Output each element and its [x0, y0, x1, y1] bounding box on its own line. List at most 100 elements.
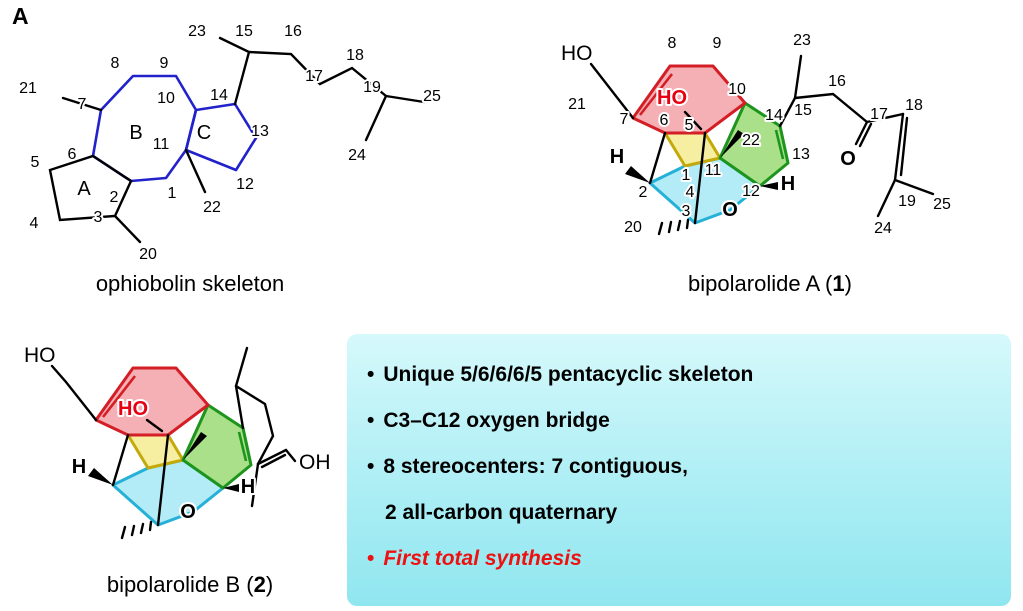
- atom-number-18: 18: [346, 47, 364, 64]
- hydroxyl-inner-label: HO: [657, 87, 687, 109]
- stereo-h-left-label: H: [72, 456, 86, 478]
- hydroxyl-top-label: HO: [561, 42, 593, 65]
- highlight-text: Unique 5/6/6/6/5 pentacyclic skeleton: [383, 363, 754, 386]
- atom-number-2: 2: [639, 184, 648, 201]
- atom-number-15: 15: [794, 102, 812, 119]
- atom-number-7: 7: [620, 111, 629, 128]
- caption-text: bipolarolide A (: [688, 271, 833, 296]
- caption-close: ): [844, 271, 852, 296]
- caption-text: bipolarolide B (: [106, 572, 254, 597]
- atom-number-15: 15: [235, 23, 253, 40]
- atom-number-24: 24: [874, 220, 892, 237]
- hash-bond-c3-methyl: [120, 520, 153, 540]
- atom-number-5: 5: [685, 117, 694, 134]
- atom-number-16: 16: [284, 23, 302, 40]
- bipolarolide-b-bonds: [50, 346, 297, 527]
- atom-number-24: 24: [348, 147, 366, 164]
- stereo-wedges: [625, 130, 778, 190]
- atom-number-21: 21: [568, 96, 586, 113]
- bridge-oxygen-label: O: [722, 199, 738, 221]
- highlight-item-quaternary: 2 all-carbon quaternary: [367, 498, 993, 528]
- double-bond-lines: [101, 375, 248, 462]
- atom-number-13: 13: [792, 146, 810, 163]
- bullet-icon: •: [367, 409, 375, 432]
- atom-number-22: 22: [742, 132, 760, 149]
- atom-number-23: 23: [188, 23, 206, 40]
- ring-green-highlight: [718, 101, 790, 188]
- atom-number-6: 6: [68, 146, 77, 163]
- highlight-item-oxygen-bridge: • C3–C12 oxygen bridge: [367, 406, 993, 436]
- atom-number-11: 11: [705, 162, 722, 179]
- ring-label-c: C: [197, 122, 211, 144]
- atom-number-1: 1: [168, 185, 177, 202]
- highlights-box: • Unique 5/6/6/6/5 pentacyclic skeleton …: [347, 334, 1011, 606]
- atom-number-1: 1: [682, 167, 691, 184]
- stereo-h-left-label: H: [610, 146, 624, 168]
- ketone-oxygen-label: O: [840, 148, 856, 170]
- highlight-item-first-synthesis: • First total synthesis: [367, 544, 993, 574]
- atom-number-16: 16: [828, 73, 846, 90]
- highlight-item-skeleton: • Unique 5/6/6/6/5 pentacyclic skeleton: [367, 360, 993, 390]
- compound-number: 2: [253, 572, 266, 597]
- atom-number-2: 2: [110, 189, 119, 206]
- ring-green-highlight: [181, 403, 253, 490]
- atom-number-14: 14: [765, 107, 783, 124]
- atom-number-3: 3: [682, 203, 691, 220]
- bipolarolide-b-structure: HO HO H H O OH: [22, 342, 333, 540]
- ring-label-b: B: [129, 122, 142, 144]
- atom-number-9: 9: [713, 35, 722, 52]
- compound-number: 1: [832, 271, 845, 296]
- hydroxyl-chain-label: OH: [299, 451, 331, 474]
- atom-number-17: 17: [305, 68, 323, 85]
- ophiobolin-ring-c-highlight: [184, 102, 258, 172]
- hash-bond-c3-methyl: [657, 218, 690, 236]
- atom-number-6: 6: [660, 112, 669, 129]
- hydroxyl-top-label: HO: [24, 344, 56, 367]
- atom-number-22: 22: [203, 199, 221, 216]
- stereo-h-right-label: H: [781, 173, 795, 195]
- atom-number-18: 18: [905, 97, 923, 114]
- bullet-icon: •: [367, 455, 375, 478]
- atom-number-8: 8: [111, 55, 120, 72]
- highlight-item-stereocenters: • 8 stereocenters: 7 contiguous,: [367, 452, 993, 482]
- panel-label: A: [12, 3, 29, 29]
- caption-close: ): [265, 572, 274, 597]
- atom-number-9: 9: [160, 55, 169, 72]
- bullet-icon: •: [367, 547, 375, 570]
- highlight-text: C3–C12 oxygen bridge: [383, 409, 610, 432]
- double-bond-lines: [638, 73, 785, 160]
- bridge-oxygen-label: O: [180, 501, 196, 523]
- atom-number-17: 17: [870, 106, 888, 123]
- atom-number-13: 13: [251, 123, 269, 140]
- atom-number-12: 12: [742, 183, 760, 200]
- bipolarolide-a-bonds: [589, 54, 935, 225]
- highlight-text: First total synthesis: [383, 547, 582, 570]
- stereo-wedges: [88, 432, 239, 492]
- ring-yellow-highlight: [126, 433, 185, 470]
- ring-label-a: A: [77, 178, 91, 200]
- atom-number-21: 21: [19, 80, 37, 97]
- bipolarolide-b-caption: bipolarolide B (2): [35, 572, 345, 598]
- ophiobolin-caption: ophiobolin skeleton: [95, 271, 285, 296]
- atom-number-10: 10: [157, 90, 175, 107]
- stereo-h-right-label: H: [241, 476, 255, 498]
- atom-number-7: 7: [78, 96, 87, 113]
- hydroxyl-inner-label: HO: [118, 398, 148, 420]
- atom-number-5: 5: [31, 154, 40, 171]
- ophiobolin-ring-a-bonds: [48, 154, 133, 222]
- atom-number-19: 19: [898, 193, 916, 210]
- bipolarolide-a-caption: bipolarolide A (1): [615, 271, 925, 297]
- atom-number-3: 3: [94, 209, 103, 226]
- atom-number-20: 20: [139, 246, 157, 263]
- atom-number-19: 19: [363, 79, 381, 96]
- atom-number-4: 4: [686, 184, 695, 201]
- atom-number-23: 23: [793, 32, 811, 49]
- atom-number-12: 12: [236, 176, 254, 193]
- atom-number-25: 25: [933, 196, 951, 213]
- highlight-text: 2 all-carbon quaternary: [385, 501, 618, 524]
- ophiobolin-structure: A B C 1 2 3 4 5 6 7 8 9 10 11 12 13 14 1…: [17, 21, 443, 265]
- highlight-text: 8 stereocenters: 7 contiguous,: [383, 455, 688, 478]
- atom-number-11: 11: [153, 136, 170, 153]
- atom-number-25: 25: [423, 88, 441, 105]
- bipolarolide-a-structure: HO HO H H O O 1 2 3 4 5 6 7 8 9 10 11 12…: [559, 30, 953, 239]
